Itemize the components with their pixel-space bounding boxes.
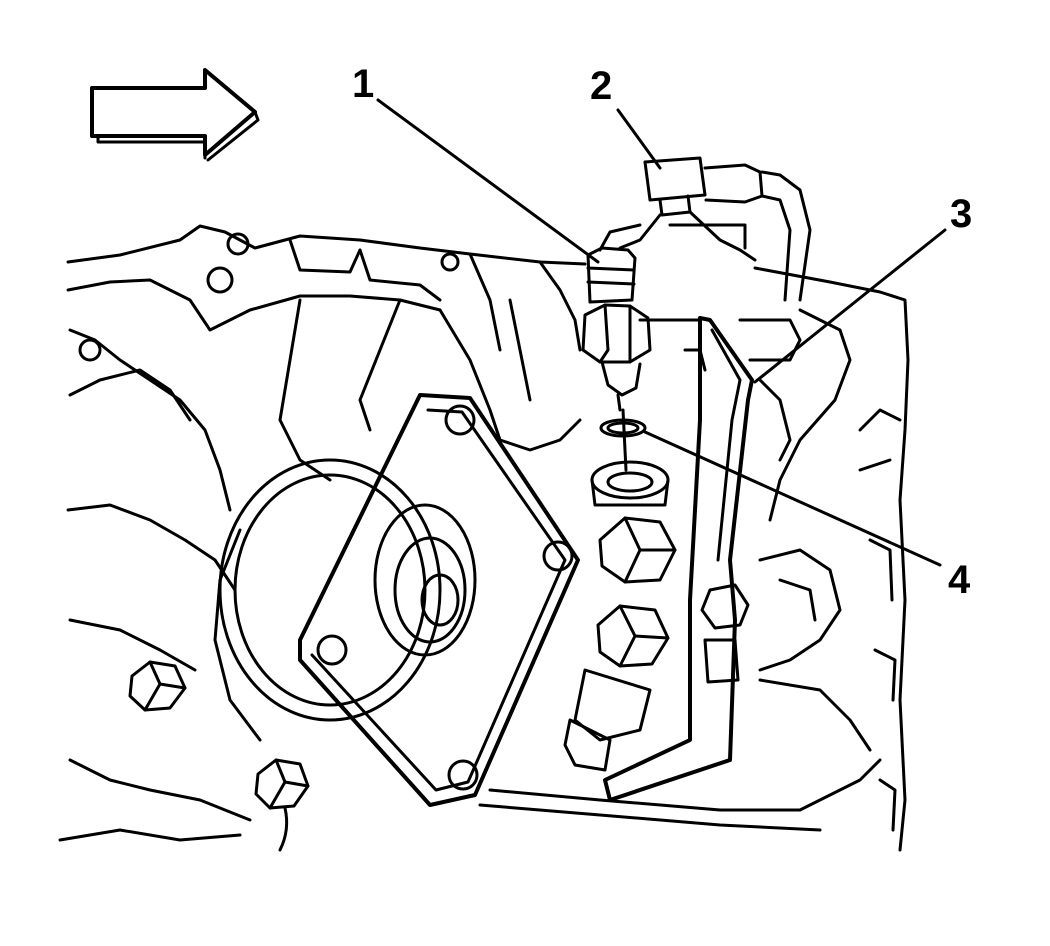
mounting-bracket [603,308,852,802]
output-housing [213,458,477,742]
direction-arrow-icon [90,68,260,162]
pressure-sensor [581,246,652,472]
sensor-bore [590,460,670,507]
flange-plate [298,393,580,807]
callout-3: 3 [950,192,973,236]
leader-lines [376,98,947,567]
bolt-left-lower [254,758,310,852]
callout-1: 1 [352,62,375,106]
callout-2: 2 [590,64,613,108]
callout-4: 4 [948,558,971,602]
oil-pan-edge [478,408,902,832]
bolt-left-upper [128,660,187,712]
hex-fittings [563,516,750,772]
harness-connector [598,156,812,302]
